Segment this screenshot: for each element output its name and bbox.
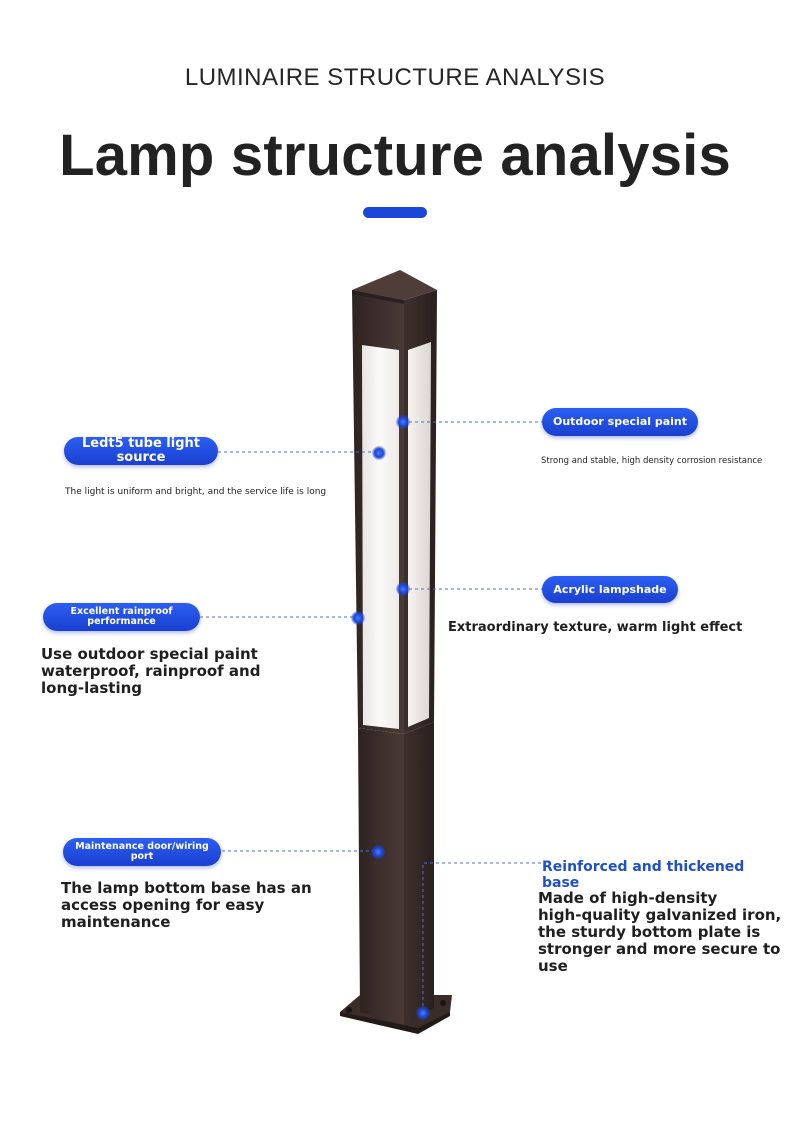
maintenance-desc-line: maintenance xyxy=(61,913,171,931)
outdoor-paint-label: Outdoor special paint xyxy=(542,408,698,436)
base-desc-line: use xyxy=(538,957,568,975)
acrylic-label: Acrylic lampshade xyxy=(542,576,678,603)
base-label: Reinforced and thickened base xyxy=(542,859,745,891)
section-subtitle: LUMINAIRE STRUCTURE ANALYSIS xyxy=(184,64,606,91)
tube-light-label: Ledt5 tube light source xyxy=(64,437,218,465)
acrylic-panel-right xyxy=(408,342,431,727)
base-desc-line: Made of high-density xyxy=(538,889,718,907)
outdoor-paint-desc: Strong and stable, high density corrosio… xyxy=(541,456,763,466)
rainproof-label: Excellent rainproof performance xyxy=(43,603,200,631)
base-desc: Made of high-density high-quality galvan… xyxy=(538,890,783,975)
base-desc-line: stronger and more secure to xyxy=(538,940,781,958)
page-title: Lamp structure analysis xyxy=(59,123,731,188)
pole-left-face xyxy=(358,728,404,1025)
rainproof-desc: Use outdoor special paint waterproof, ra… xyxy=(41,646,321,697)
tube-light-desc: The light is uniform and bright, and the… xyxy=(65,487,327,497)
rainproof-desc-line: long-lasting xyxy=(41,679,143,697)
base-desc-line: the sturdy bottom plate is xyxy=(538,923,761,941)
lamp-top-cap xyxy=(352,270,437,300)
maintenance-label: Maintenance door/wiring port xyxy=(63,838,221,866)
acrylic-desc: Extraordinary texture, warm light effect xyxy=(448,620,743,635)
rainproof-desc-line: waterproof, rainproof and xyxy=(41,662,261,680)
rainproof-desc-line: Use outdoor special paint xyxy=(41,645,258,663)
acrylic-panel-left xyxy=(362,345,399,729)
maintenance-desc-line: The lamp bottom base has an xyxy=(61,879,312,897)
callout-markers xyxy=(351,415,430,1020)
maintenance-desc: The lamp bottom base has an access openi… xyxy=(61,880,361,931)
pole-right-face xyxy=(404,722,434,1025)
maintenance-desc-line: access opening for easy xyxy=(61,896,265,914)
base-desc-line: high-quality galvanized iron, xyxy=(538,906,782,924)
title-underline xyxy=(363,207,427,218)
